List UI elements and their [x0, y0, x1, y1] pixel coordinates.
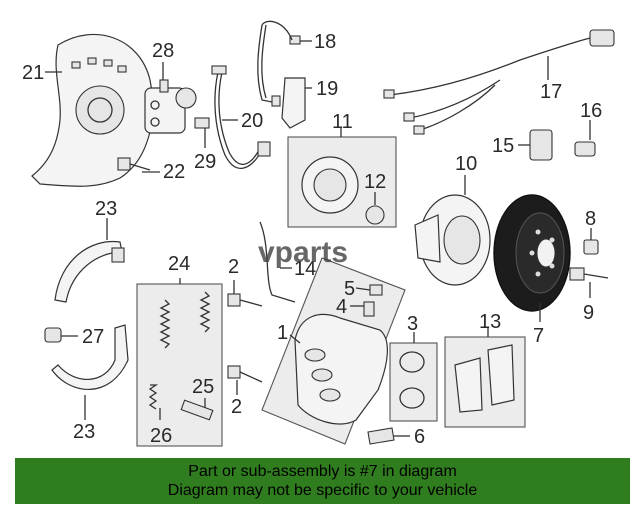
callout-19: 19: [316, 78, 338, 100]
callout-10: 10: [455, 153, 477, 175]
leader-5: [355, 287, 371, 291]
callout-11: 11: [332, 111, 353, 133]
callout-21: 21: [22, 62, 44, 84]
callout-7: 7: [533, 325, 544, 347]
callout-20: 20: [241, 110, 263, 132]
callout-2-upper: 2: [228, 256, 239, 278]
brake-hose-part: [194, 20, 306, 169]
parking-caliper-part: [144, 79, 197, 134]
callout-12: 12: [364, 171, 386, 193]
callout-22: 22: [163, 161, 185, 183]
callout-4: 4: [336, 296, 347, 318]
callout-9: 9: [583, 302, 594, 324]
banner-line-2: Diagram may not be specific to your vehi…: [167, 482, 478, 499]
retaining-clip-part: [367, 427, 395, 445]
callout-1: 1: [277, 322, 288, 344]
caliper-piston-part: [301, 156, 385, 225]
spring-kit-part: [148, 291, 214, 421]
pad-sensor-wire-part: [259, 221, 296, 303]
leader-1: [289, 334, 301, 344]
bolt-part: [117, 157, 151, 171]
callout-29: 29: [194, 151, 216, 173]
brake-shoe-lower-part: [51, 324, 129, 390]
box-24: [136, 283, 223, 447]
callout-2-lower: 2: [231, 396, 242, 418]
caliper-bolt-part: [227, 293, 263, 383]
callout-25: 25: [192, 376, 214, 398]
wheel-hub-part: [414, 194, 491, 286]
wear-sensor-wire-part: [383, 29, 615, 135]
callout-23-upper: 23: [95, 198, 117, 220]
callout-14: 14: [294, 258, 316, 280]
callout-17: 17: [540, 81, 562, 103]
callout-26: 26: [150, 425, 172, 447]
callout-24: 24: [168, 253, 190, 275]
brake-shoe-part: [54, 240, 125, 303]
callout-6: 6: [414, 426, 425, 448]
banner-line-1: Part or sub-assembly is #7 in diagram: [188, 463, 457, 480]
brake-rotor-part: [493, 194, 571, 312]
info-banner: Part or sub-assembly is #7 in diagram Di…: [15, 458, 630, 504]
callout-18: 18: [314, 31, 336, 53]
callout-23-lower: 23: [73, 421, 95, 443]
callout-5: 5: [344, 278, 355, 300]
dust-shield-part: [31, 33, 154, 187]
brake-caliper-part: [294, 313, 388, 425]
box-3: [389, 342, 438, 422]
callout-3: 3: [407, 313, 418, 335]
callout-13: 13: [479, 311, 501, 333]
brake-parts-diagram: 21 28 18 19 17 20 29 22 11 12 10 15 16 8…: [22, 20, 615, 448]
brake-pads-part: [454, 344, 515, 413]
seal-kit-part: [399, 351, 425, 409]
callout-16: 16: [580, 100, 602, 122]
callout-27: 27: [82, 326, 104, 348]
watermark-logo: vparts: [258, 236, 349, 269]
rotor-screw-part: [569, 239, 609, 281]
callout-15: 15: [492, 135, 514, 157]
callout-8: 8: [585, 208, 596, 230]
speed-sensor-part: [529, 129, 596, 161]
clip-part: [44, 327, 62, 343]
callout-28: 28: [152, 40, 174, 62]
